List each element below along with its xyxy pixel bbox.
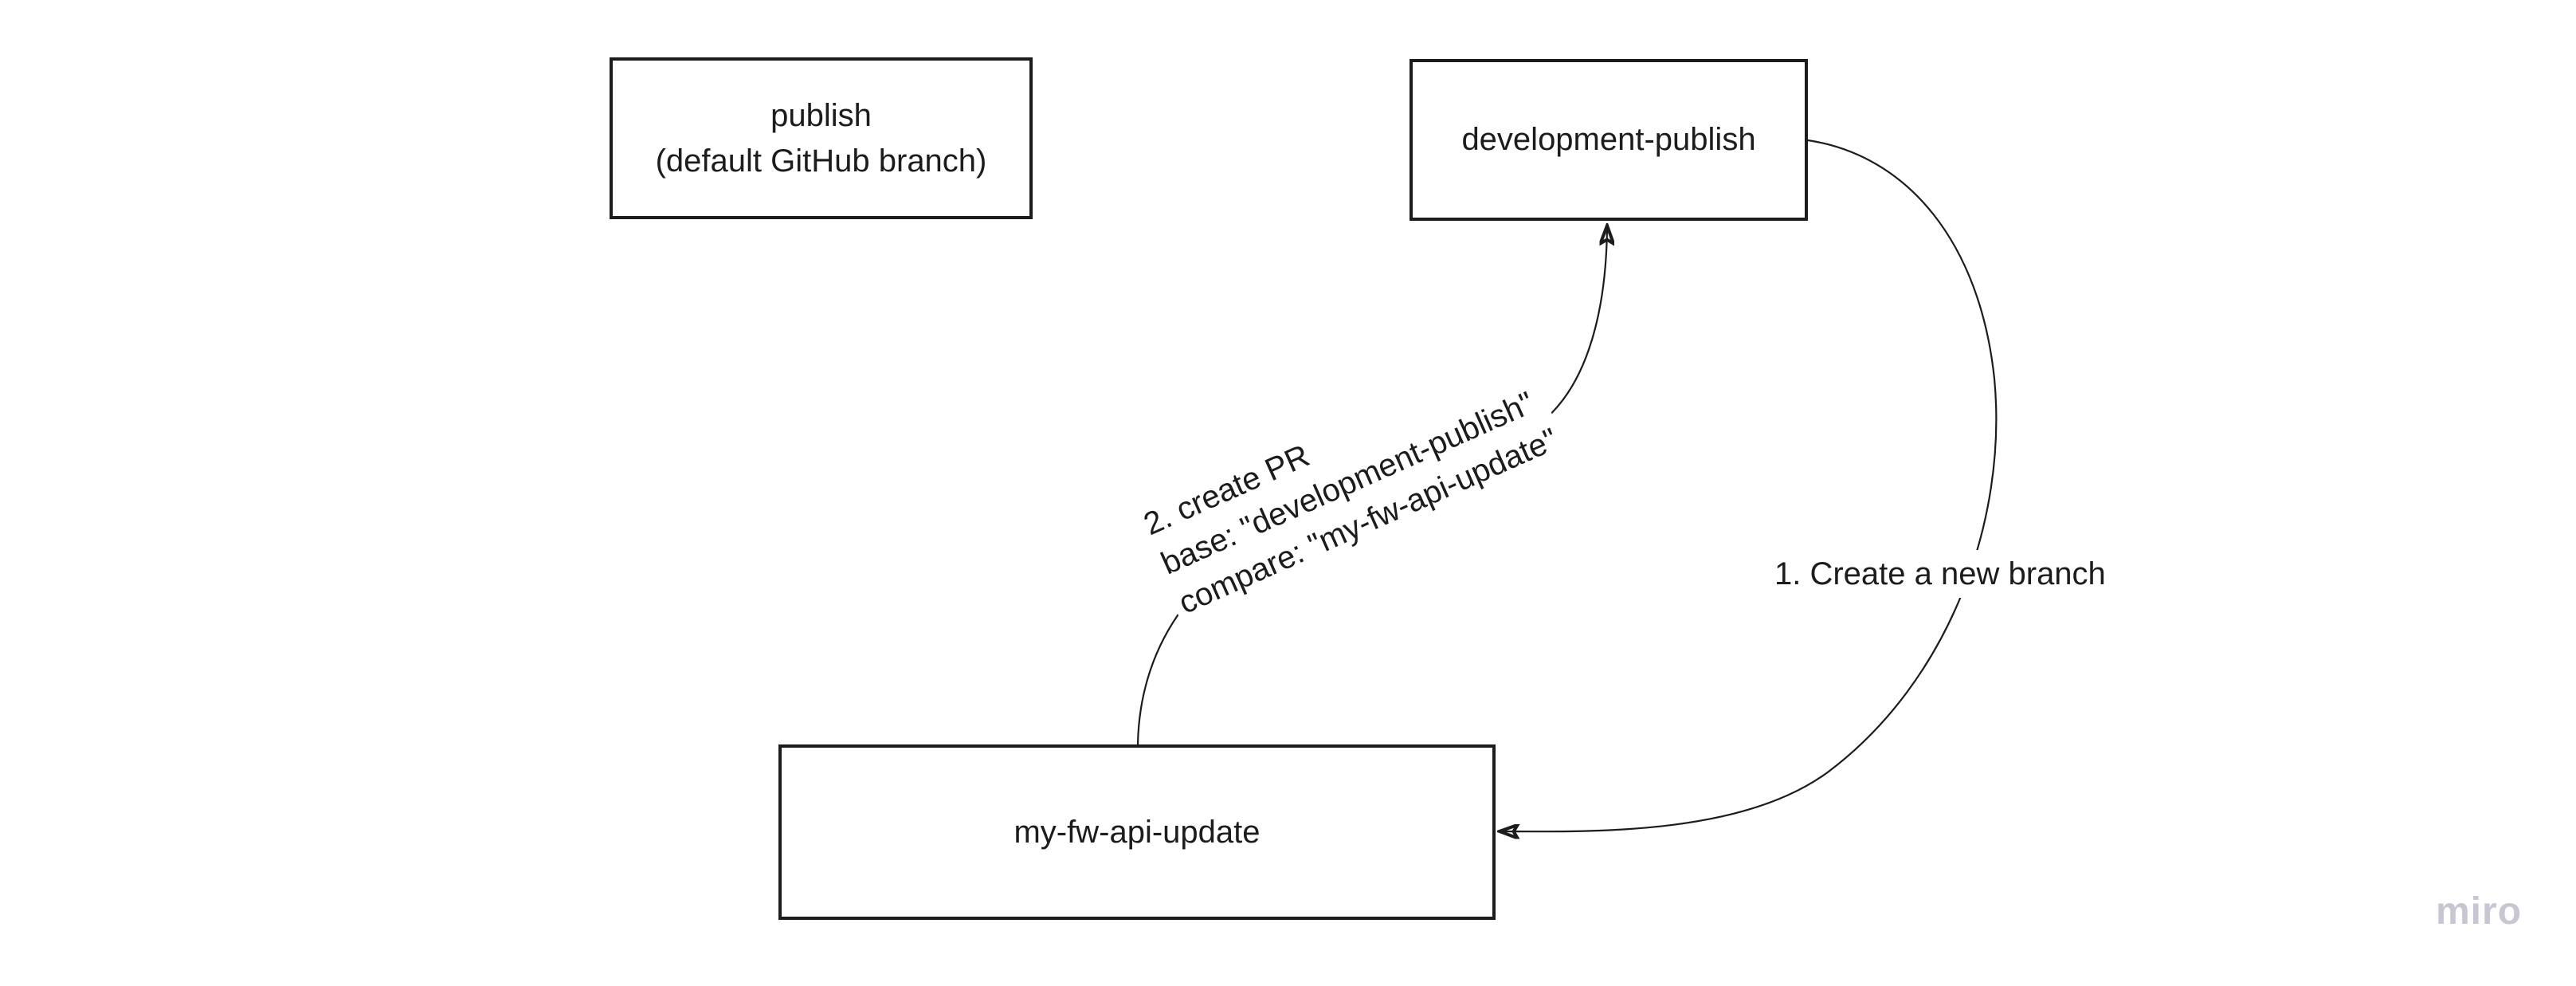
node-development-publish[interactable]: development-publish (1410, 59, 1808, 221)
node-my-fw-api-update[interactable]: my-fw-api-update (778, 744, 1496, 920)
node-development-publish-label: development-publish (1461, 122, 1756, 157)
node-publish[interactable]: publish (default GitHub branch) (610, 57, 1033, 219)
node-publish-label: publish (default GitHub branch) (655, 97, 987, 179)
node-my-fw-api-update-label: my-fw-api-update (1014, 814, 1261, 850)
miro-watermark-logo: miro (2436, 890, 2523, 933)
connector-label-create-branch[interactable]: 1. Create a new branch (1766, 550, 2114, 598)
connector-create-branch[interactable] (1500, 139, 1998, 831)
